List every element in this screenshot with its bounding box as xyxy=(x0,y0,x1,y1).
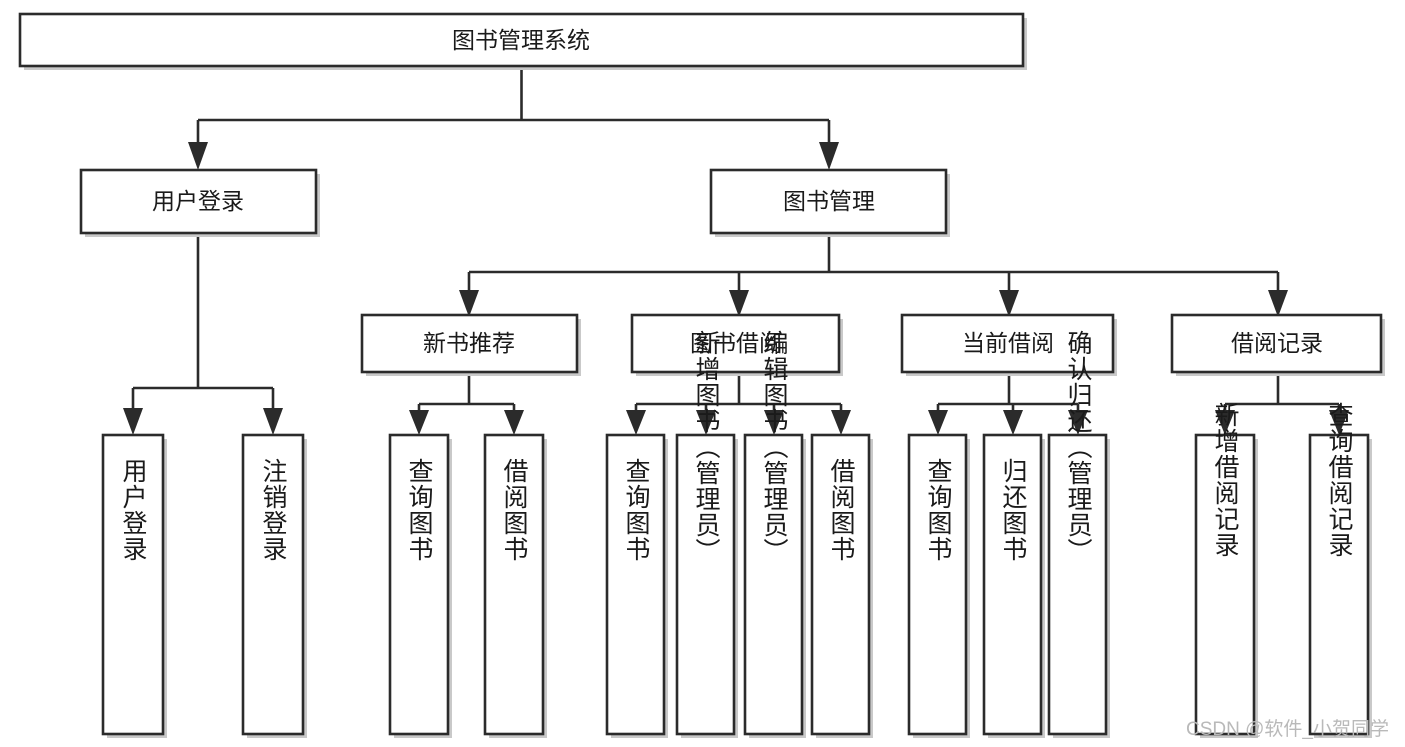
node-leaf-confirm-return[interactable]: 确认归还（管理员） xyxy=(1047,330,1110,738)
node-leaf-logout-login-label: 注销登录 xyxy=(259,458,288,562)
node-borrow-record[interactable]: 借阅记录 xyxy=(1170,313,1385,376)
node-leaf-return-book[interactable]: 归还图书 xyxy=(982,433,1045,738)
node-current-borrow-box xyxy=(900,313,1115,374)
node-leaf-query-book-1-label: 查询图书 xyxy=(405,458,434,562)
arrow-head-leaf-query-book-2 xyxy=(626,410,646,435)
node-leaf-edit-book[interactable]: 编辑图书（管理员） xyxy=(743,330,806,738)
node-root[interactable]: 图书管理系统 xyxy=(18,12,1027,70)
node-leaf-query-record[interactable]: 查询借阅记录 xyxy=(1308,402,1372,738)
arrow-head-new-book-recommend xyxy=(459,290,479,317)
arrow-head-leaf-query-book-1 xyxy=(409,410,429,435)
node-leaf-edit-book-label: 编辑图书（管理员） xyxy=(760,330,789,564)
arrow-head-user-login xyxy=(188,142,208,170)
node-leaf-borrow-book-1-box xyxy=(483,433,545,736)
arrow-head-leaf-borrow-book-1 xyxy=(504,410,524,435)
node-current-borrow-label: 当前借阅 xyxy=(962,330,1054,356)
arrow-head-leaf-query-book-3 xyxy=(928,410,948,435)
node-root-box xyxy=(18,12,1025,68)
node-new-book-recommend-box xyxy=(360,313,579,374)
arrow-head-leaf-borrow-book-2 xyxy=(831,410,851,435)
node-leaf-confirm-return-box xyxy=(1047,433,1108,736)
node-leaf-query-book-3-label: 查询图书 xyxy=(924,458,953,562)
node-book-borrow-label: 图书借阅 xyxy=(690,330,782,356)
node-user-login[interactable]: 用户登录 xyxy=(79,168,320,237)
node-leaf-query-book-2-box xyxy=(605,433,666,736)
arrow-head-book-management xyxy=(819,142,839,170)
arrow-head-leaf-edit-book xyxy=(764,410,784,435)
node-leaf-borrow-book-2[interactable]: 借阅图书 xyxy=(810,433,873,738)
arrow-head-leaf-query-record xyxy=(1329,410,1349,435)
edge-layer xyxy=(123,66,1349,435)
node-leaf-query-book-3[interactable]: 查询图书 xyxy=(907,433,970,738)
node-leaf-add-book-label: 新增图书（管理员） xyxy=(692,330,721,564)
node-borrow-record-label: 借阅记录 xyxy=(1231,330,1323,356)
node-leaf-add-book-box xyxy=(675,433,736,736)
node-leaf-user-login-box xyxy=(101,433,165,736)
arrow-head-book-borrow xyxy=(729,290,749,317)
node-leaf-add-record[interactable]: 新增借阅记录 xyxy=(1194,402,1258,738)
node-leaf-query-book-2[interactable]: 查询图书 xyxy=(605,433,668,738)
node-leaf-query-book-2-label: 查询图书 xyxy=(622,458,651,562)
node-leaf-logout-login-box xyxy=(241,433,305,736)
node-borrow-record-box xyxy=(1170,313,1383,374)
arrow-head-leaf-return-book xyxy=(1003,410,1023,435)
node-leaf-borrow-book-2-label: 借阅图书 xyxy=(827,458,856,562)
node-user-login-label: 用户登录 xyxy=(152,188,244,214)
node-new-book-recommend[interactable]: 新书推荐 xyxy=(360,313,581,376)
node-leaf-borrow-book-1-label: 借阅图书 xyxy=(500,458,529,562)
node-new-book-recommend-label: 新书推荐 xyxy=(423,330,515,356)
arrow-head-borrow-record xyxy=(1268,290,1288,317)
node-book-management[interactable]: 图书管理 xyxy=(709,168,950,237)
node-leaf-add-book[interactable]: 新增图书（管理员） xyxy=(675,330,738,738)
node-leaf-borrow-book-1[interactable]: 借阅图书 xyxy=(483,433,547,738)
node-book-management-box xyxy=(709,168,948,235)
node-user-login-box xyxy=(79,168,318,235)
node-leaf-user-login-label: 用户登录 xyxy=(119,458,148,562)
node-leaf-query-book-1[interactable]: 查询图书 xyxy=(388,433,452,738)
node-leaf-query-record-box xyxy=(1308,433,1370,736)
node-leaf-borrow-book-2-box xyxy=(810,433,871,736)
node-leaf-add-record-label: 新增借阅记录 xyxy=(1211,402,1240,558)
arrow-head-leaf-user-login xyxy=(123,408,143,435)
node-leaf-query-book-1-box xyxy=(388,433,450,736)
node-leaf-add-record-box xyxy=(1194,433,1256,736)
arrow-head-leaf-logout-login xyxy=(263,408,283,435)
arrow-head-leaf-add-record xyxy=(1215,410,1235,435)
node-leaf-confirm-return-label: 确认归还（管理员） xyxy=(1064,330,1093,564)
arrow-head-leaf-add-book xyxy=(696,410,716,435)
arrow-head-leaf-confirm-return xyxy=(1068,410,1088,435)
arrow-head-current-borrow xyxy=(999,290,1019,317)
node-leaf-return-book-box xyxy=(982,433,1043,736)
node-leaf-return-book-label: 归还图书 xyxy=(999,458,1028,562)
node-leaf-user-login[interactable]: 用户登录 xyxy=(101,433,167,738)
node-leaf-edit-book-box xyxy=(743,433,804,736)
node-leaf-query-book-3-box xyxy=(907,433,968,736)
node-book-borrow[interactable]: 图书借阅 xyxy=(630,313,843,376)
node-root-label: 图书管理系统 xyxy=(452,27,590,53)
node-current-borrow[interactable]: 当前借阅 xyxy=(900,313,1117,376)
node-leaf-query-record-label: 查询借阅记录 xyxy=(1325,402,1354,558)
node-book-borrow-box xyxy=(630,313,841,374)
node-book-management-label: 图书管理 xyxy=(783,188,875,214)
node-leaf-logout-login[interactable]: 注销登录 xyxy=(241,433,307,738)
